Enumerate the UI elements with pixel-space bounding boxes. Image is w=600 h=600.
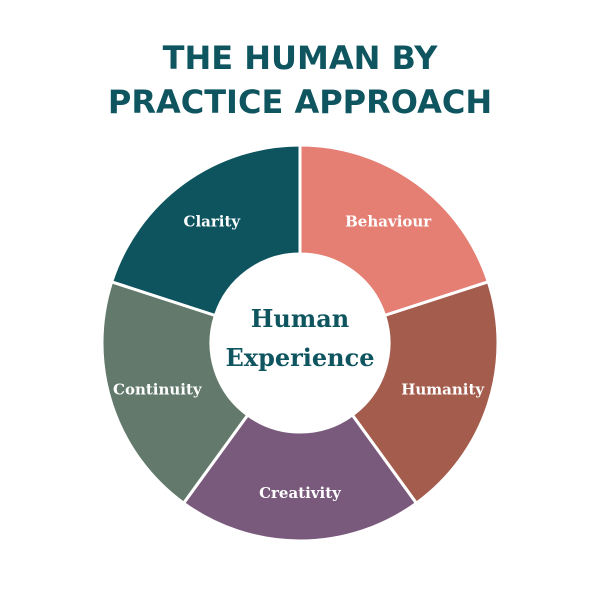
segment-label-clarity: Clarity xyxy=(184,213,242,231)
segment-label-humanity: Humanity xyxy=(401,380,485,398)
center-circle xyxy=(211,254,389,432)
segment-label-behaviour: Behaviour xyxy=(345,213,432,231)
segment-label-creativity: Creativity xyxy=(259,484,342,502)
title-line-2: PRACTICE APPROACH xyxy=(107,83,493,121)
center-label-line-2: Experience xyxy=(225,343,374,372)
segment-label-continuity: Continuity xyxy=(113,380,203,398)
page-title: THE HUMAN BY PRACTICE APPROACH xyxy=(0,36,600,124)
center-label-line-1: Human xyxy=(251,304,350,333)
title-line-1: THE HUMAN BY xyxy=(162,39,438,77)
